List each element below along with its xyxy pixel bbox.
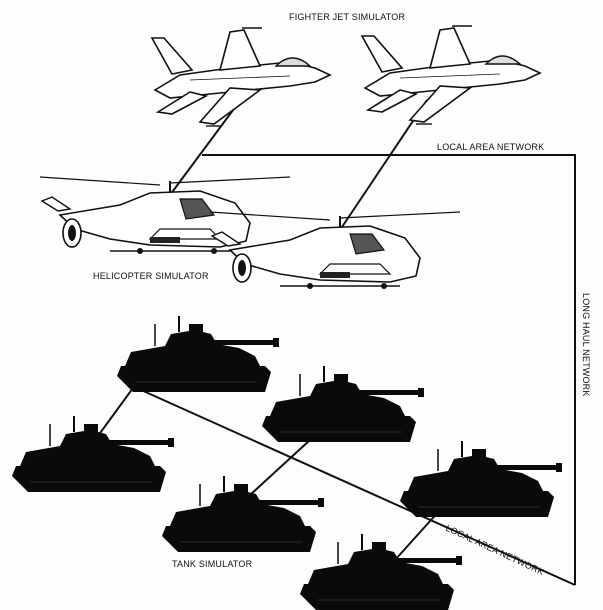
fighter-jet-2 — [361, 25, 541, 125]
tank-label: TANK SIMULATOR — [172, 559, 253, 569]
helicopter-1 — [39, 176, 291, 255]
link-tank1-tank2 — [94, 387, 134, 441]
link-tank4-tank3 — [249, 439, 311, 496]
lan-top-label: LOCAL AREA NETWORK — [437, 142, 544, 152]
lan-top-line — [202, 154, 576, 300]
tank-1 — [116, 315, 280, 393]
lan-bottom-label: LOCAL AREA NETWORK — [444, 523, 545, 577]
lan-bottom-line — [129, 384, 576, 586]
fighter-jet-1 — [151, 27, 331, 127]
fighter-jet-label: FIGHTER JET SIMULATOR — [289, 12, 406, 22]
link-jet1-heli1 — [169, 101, 240, 196]
network-links — [94, 99, 576, 586]
tank-2 — [11, 415, 175, 493]
link-jet2-heli2 — [339, 99, 428, 231]
tank-5 — [399, 440, 563, 518]
tank-4 — [261, 365, 425, 443]
tank-3 — [161, 475, 325, 553]
long-haul-label: LONG HAUL NETWORK — [581, 293, 591, 397]
link-tank5-tank6 — [394, 509, 441, 561]
tank-6 — [299, 533, 463, 610]
helicopter-label: HELICOPTER SIMULATOR — [93, 271, 209, 281]
